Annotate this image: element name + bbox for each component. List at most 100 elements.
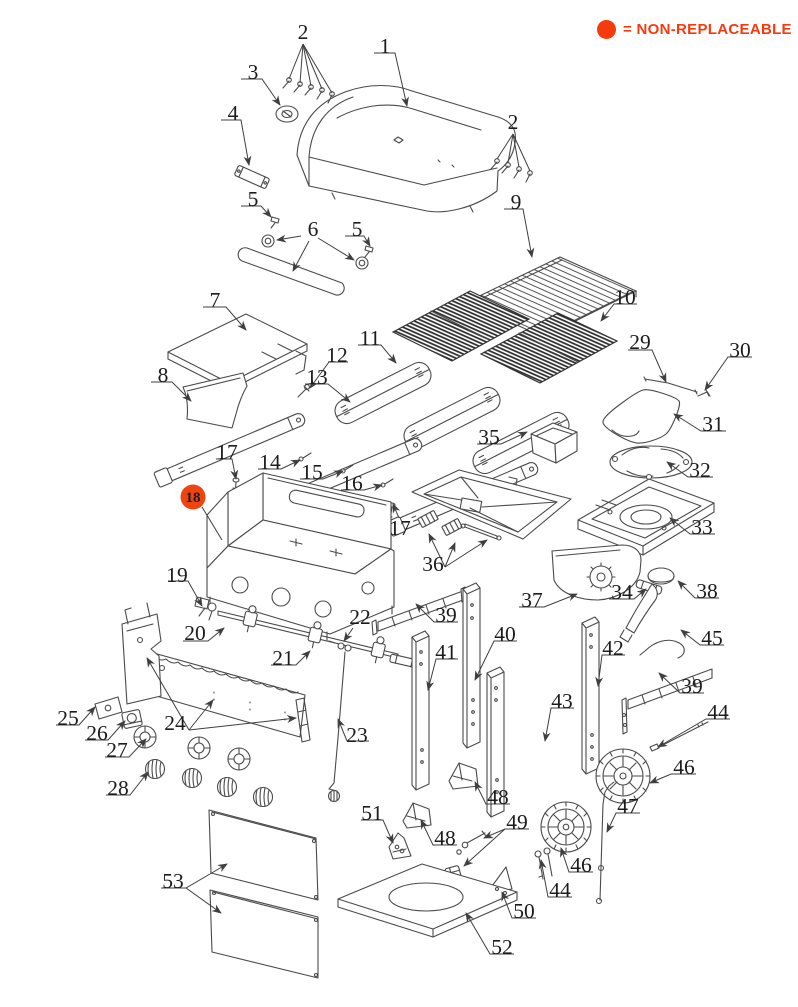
svg-text:38: 38	[696, 579, 718, 603]
leader-24-2	[188, 715, 297, 731]
part-side-burner-box-drawing	[577, 478, 715, 556]
svg-text:16: 16	[341, 471, 363, 495]
part-thermometer-bezel-drawing	[275, 105, 299, 123]
svg-text:47: 47	[617, 794, 639, 818]
grease-tray-drawing	[411, 469, 572, 540]
part-label-39a: 39	[435, 603, 457, 627]
part-label-3: 3	[248, 60, 259, 84]
leader-41	[426, 658, 458, 691]
leader-16	[341, 483, 383, 492]
svg-text:2: 2	[508, 110, 519, 134]
leader-2a	[288, 43, 304, 80]
leader-8	[151, 381, 192, 402]
part-heat-shield-drawing	[551, 544, 642, 601]
svg-text:17: 17	[389, 516, 411, 540]
svg-text:26: 26	[86, 721, 108, 745]
leader-48a	[474, 781, 510, 805]
part-label-11: 11	[360, 326, 381, 350]
part-44-bolts-drawing	[534, 847, 553, 880]
part-axle-bolt-drawing	[649, 721, 709, 752]
svg-text:48: 48	[487, 785, 509, 809]
leader-2a-1	[299, 43, 304, 84]
part-knobs-drawing	[144, 758, 274, 808]
part-label-29: 29	[629, 330, 651, 354]
leader-13	[305, 383, 351, 403]
leader-18	[201, 506, 223, 541]
svg-text:10: 10	[614, 285, 636, 309]
svg-text:3: 3	[248, 60, 259, 84]
part-regulator-drawing	[194, 596, 217, 621]
part-label-32: 32	[689, 458, 711, 482]
svg-text:11: 11	[360, 326, 381, 350]
part-label-12: 12	[326, 343, 348, 367]
leader-27	[105, 738, 147, 758]
non-replaceable-dot-icon	[597, 20, 616, 39]
leader-2b-2	[512, 133, 520, 168]
svg-text:13: 13	[306, 365, 328, 389]
svg-text:42: 42	[602, 636, 624, 660]
leader-47	[606, 812, 640, 833]
part-trivet-drawing	[609, 445, 693, 481]
leader-20	[183, 627, 225, 642]
part-label-17b: 17	[389, 516, 411, 540]
part-label-16: 16	[341, 471, 363, 495]
leader-17a	[216, 458, 239, 480]
part-label-31: 31	[702, 412, 724, 436]
part-label-28: 28	[107, 776, 129, 800]
part-label-25: 25	[57, 706, 79, 730]
leader-51	[361, 819, 394, 844]
svg-text:25: 25	[57, 706, 79, 730]
leader-4	[221, 119, 252, 166]
part-side-panel-drawing	[182, 372, 248, 429]
leader-1	[374, 52, 409, 107]
leader-31	[673, 413, 726, 432]
leader-6-1	[292, 240, 310, 272]
svg-text:50: 50	[513, 899, 535, 923]
svg-text:15: 15	[301, 460, 323, 484]
part-side-panels-drawing	[208, 809, 319, 979]
leader-36	[428, 533, 446, 568]
legend-text: = NON-REPLACEABLE	[623, 21, 792, 38]
svg-text:5: 5	[248, 187, 259, 211]
part-label-51: 51	[361, 801, 383, 825]
part-label-10: 10	[614, 285, 636, 309]
svg-text:49: 49	[506, 810, 528, 834]
part-label-2a: 2	[298, 20, 309, 44]
part-side-shelf-drawing	[167, 313, 308, 391]
leader-23	[337, 718, 369, 742]
leader-36-1	[444, 542, 456, 568]
leader-19	[168, 580, 203, 607]
part-wheel-right-drawing	[595, 748, 651, 804]
part-label-1: 1	[380, 34, 391, 58]
part-cooking-grates-drawing	[391, 290, 619, 384]
leader-34	[609, 588, 647, 600]
part-handle-bar-drawing	[237, 234, 369, 296]
svg-text:35: 35	[478, 425, 500, 449]
part-grease-cup-drawing	[530, 422, 578, 464]
part-label-24: 24	[164, 711, 186, 735]
svg-text:39: 39	[435, 603, 457, 627]
leader-2a-2	[302, 43, 312, 87]
leader-11	[358, 344, 397, 364]
leader-43	[542, 707, 574, 742]
part-label-36: 36	[422, 552, 444, 576]
svg-text:46: 46	[570, 853, 592, 877]
svg-text:14: 14	[259, 450, 281, 474]
leader-35	[477, 431, 528, 445]
svg-text:19: 19	[166, 563, 188, 587]
svg-text:4: 4	[228, 101, 239, 125]
svg-text:53: 53	[162, 869, 184, 893]
leader-9	[504, 208, 535, 258]
part-label-41: 41	[435, 640, 457, 664]
part-5-screw-drawing	[270, 216, 374, 258]
part-label-19: 19	[166, 563, 188, 587]
part-lid-drawing	[296, 85, 517, 213]
leader-2b-1	[507, 133, 514, 164]
leader-33	[669, 517, 715, 535]
leader-32	[666, 461, 713, 478]
svg-text:32: 32	[689, 458, 711, 482]
svg-text:18: 18	[186, 490, 201, 506]
leader-2a-4	[302, 43, 333, 94]
